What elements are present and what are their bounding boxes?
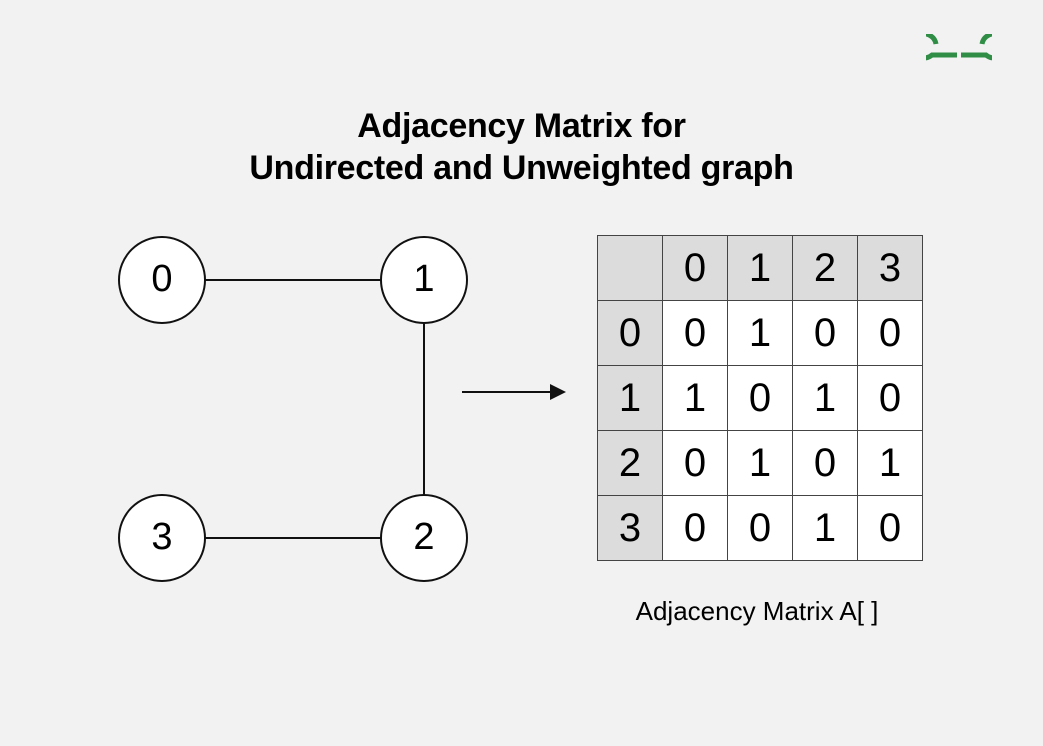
matrix-caption: Adjacency Matrix A[ ] <box>635 596 879 626</box>
matrix-cell: 0 <box>857 300 923 366</box>
matrix-row-header: 1 <box>597 365 663 431</box>
title-line-2: Undirected and Unweighted graph <box>249 149 794 187</box>
graph-node-circle <box>118 494 206 582</box>
matrix-cell: 0 <box>662 495 728 561</box>
matrix-cell: 0 <box>727 365 793 431</box>
matrix-cell: 1 <box>662 365 728 431</box>
matrix-cell: 1 <box>792 365 858 431</box>
graph-node-3: 3 <box>118 494 206 582</box>
matrix-row-header: 2 <box>597 430 663 496</box>
matrix-cell: 1 <box>857 430 923 496</box>
graph-node-circle <box>380 494 468 582</box>
graph-node-circle <box>380 236 468 324</box>
matrix-cell: 0 <box>662 430 728 496</box>
matrix-corner-cell <box>597 235 663 301</box>
matrix-row-header: 0 <box>597 300 663 366</box>
matrix-cell: 0 <box>792 430 858 496</box>
graph-diagram: 0 1 2 3 <box>118 236 468 582</box>
graph-node-circle <box>118 236 206 324</box>
graph-node-0: 0 <box>118 236 206 324</box>
graph-node-label: 3 <box>151 516 172 558</box>
graph-node-label: 2 <box>413 516 434 558</box>
matrix-cell: 1 <box>792 495 858 561</box>
matrix-cell: 0 <box>662 300 728 366</box>
graph-node-label: 0 <box>151 258 172 300</box>
matrix-cell: 0 <box>727 495 793 561</box>
graph-node-2: 2 <box>380 494 468 582</box>
matrix-col-header: 2 <box>792 235 858 301</box>
right-arrow-icon <box>462 384 566 400</box>
matrix-col-header: 0 <box>662 235 728 301</box>
graph-node-1: 1 <box>380 236 468 324</box>
matrix-row-header: 3 <box>597 495 663 561</box>
gfg-logo-icon <box>926 34 992 61</box>
title-line-1: Adjacency Matrix for <box>357 107 686 145</box>
matrix-cell: 0 <box>857 495 923 561</box>
matrix-cell: 0 <box>857 365 923 431</box>
graph-node-label: 1 <box>413 258 434 300</box>
matrix-cell: 1 <box>727 300 793 366</box>
matrix-cell: 0 <box>792 300 858 366</box>
matrix-cell: 1 <box>727 430 793 496</box>
matrix-col-header: 1 <box>727 235 793 301</box>
matrix-col-header: 3 <box>857 235 923 301</box>
